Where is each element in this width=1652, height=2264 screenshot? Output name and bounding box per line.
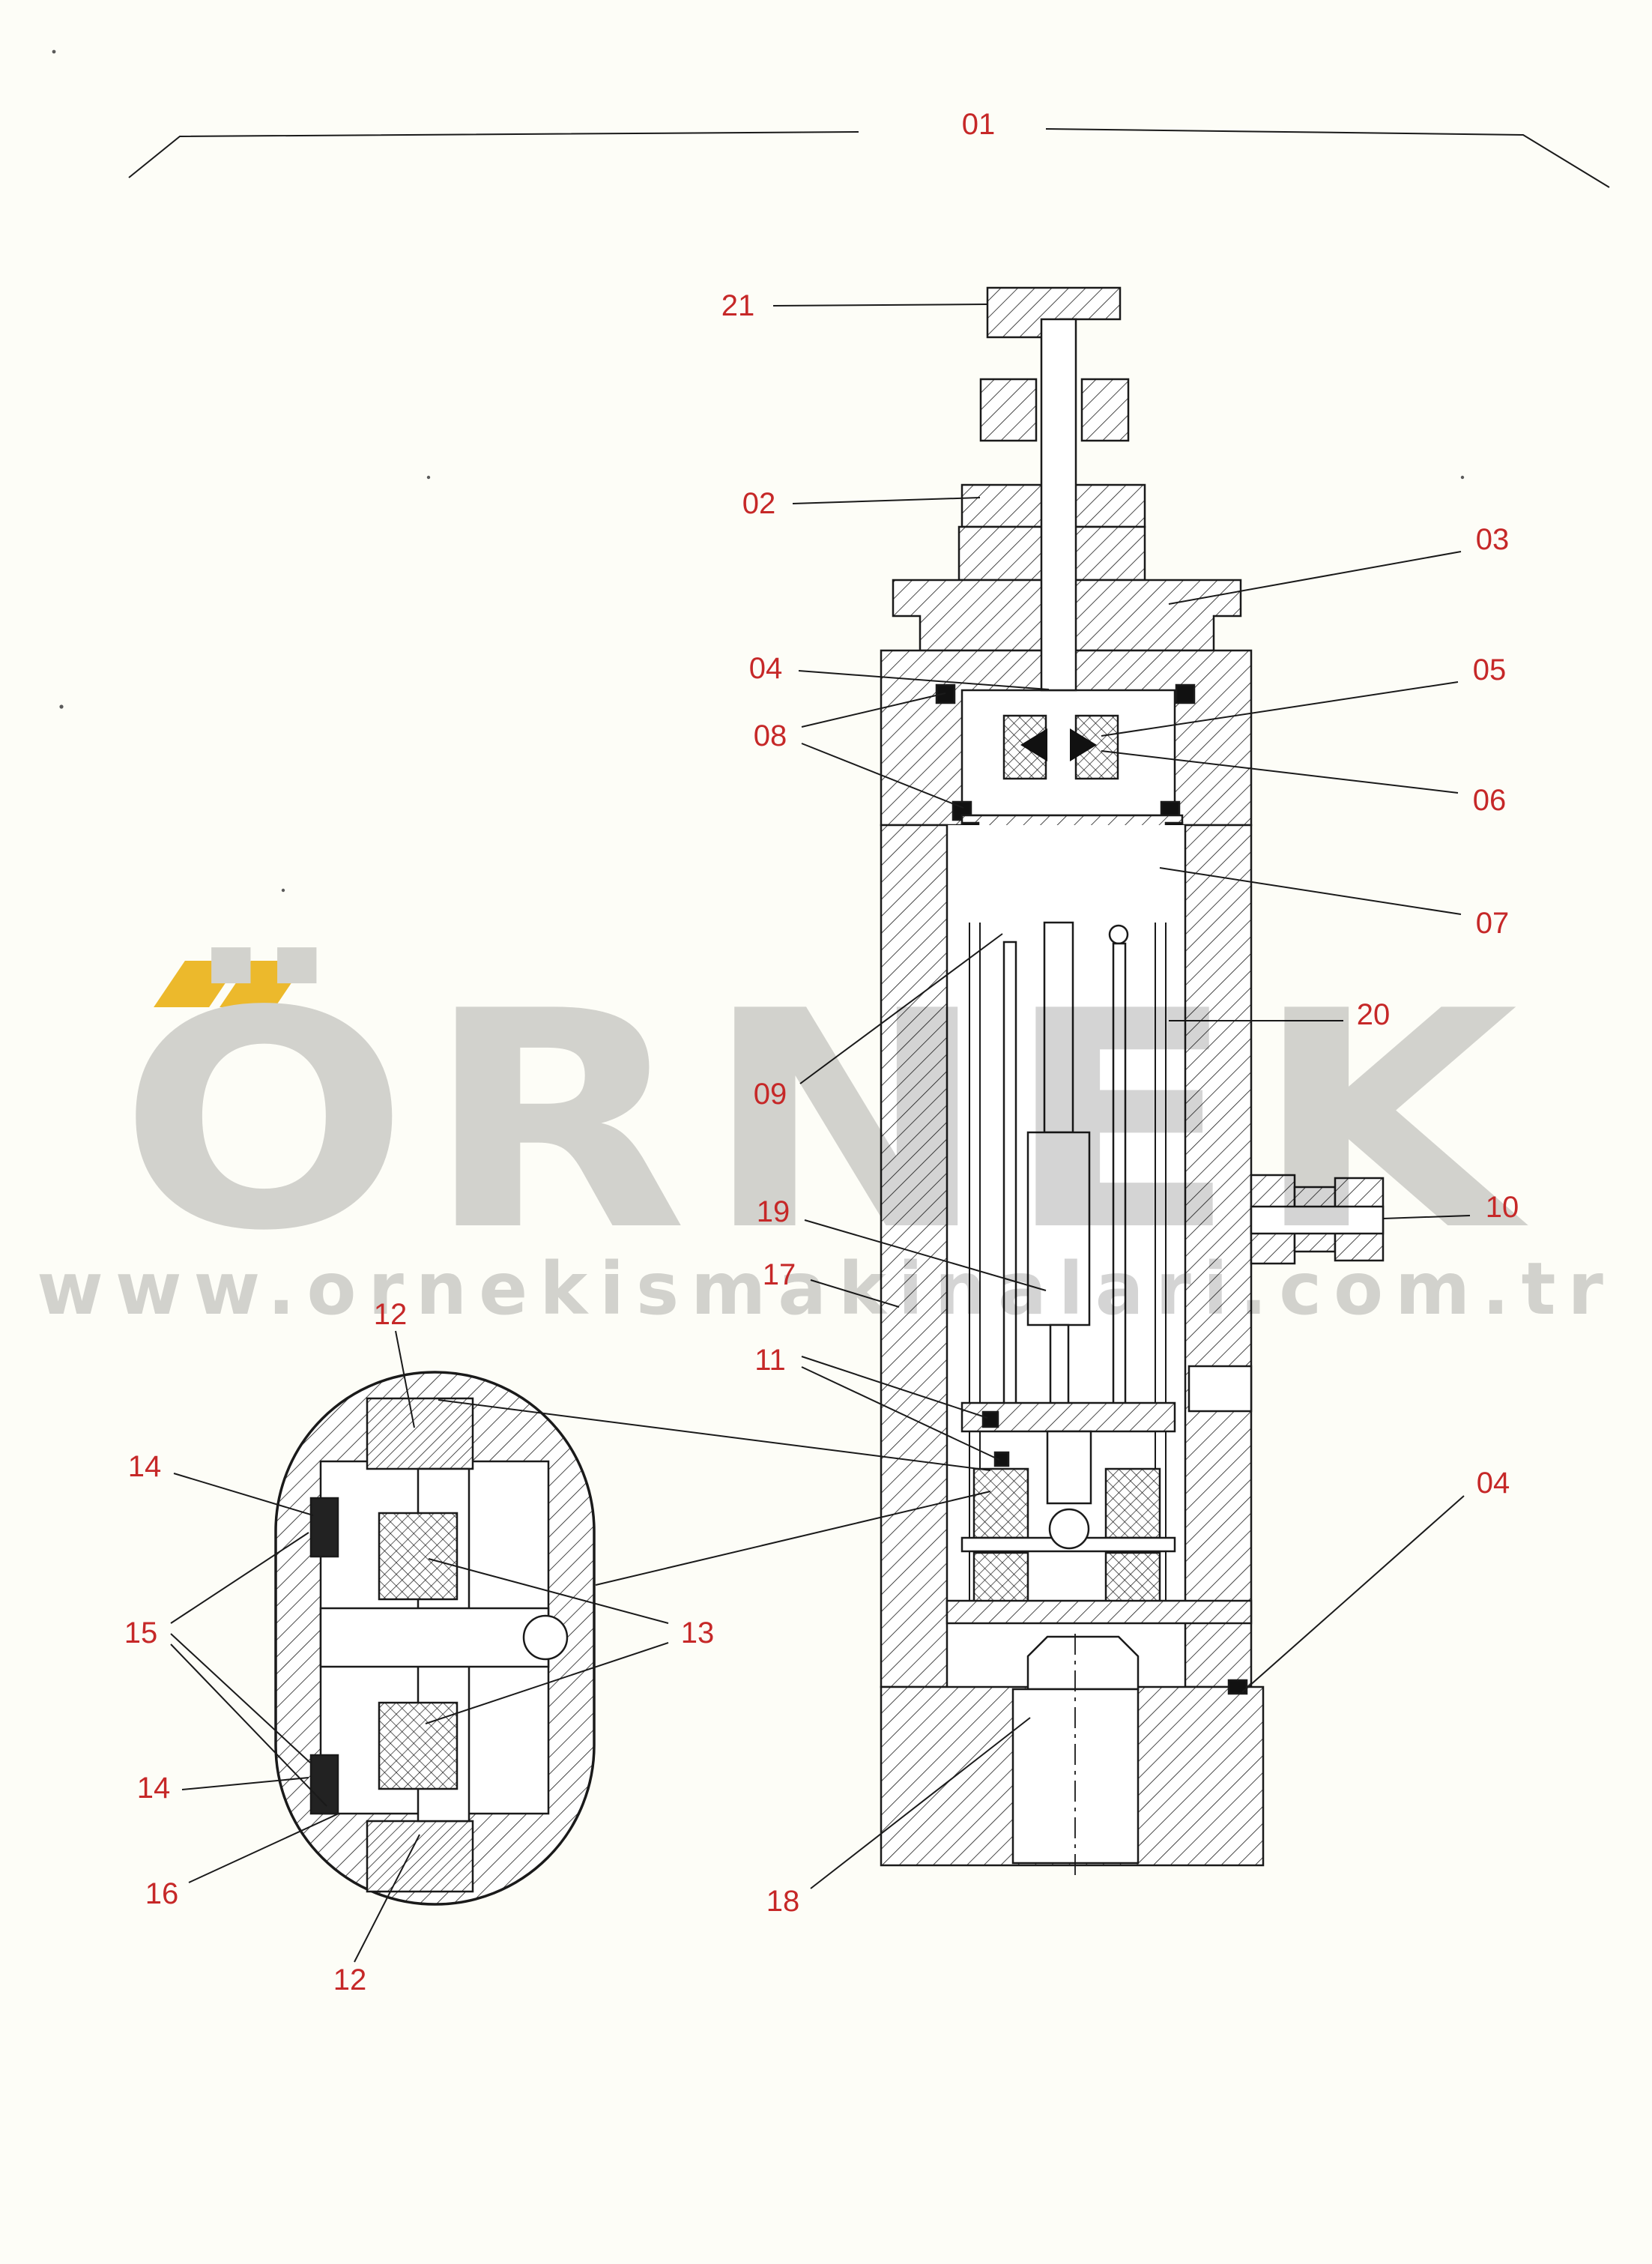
socket-dome: [1026, 1635, 1140, 1691]
lower-flange-plate: [945, 1599, 1253, 1625]
leader-line-12: [395, 1330, 415, 1428]
detail-view: [274, 1371, 596, 1906]
leader-line-14: [173, 1473, 314, 1516]
detail-spring-bottom: [378, 1701, 459, 1790]
lower-seal-b: [993, 1451, 1010, 1467]
stem-rod: [1040, 318, 1077, 692]
leader-line-19: [804, 1219, 1047, 1291]
push-rod-left: [1002, 941, 1017, 1413]
rod-ring-right: [1108, 924, 1129, 945]
spring-box-left-1: [972, 1467, 1029, 1539]
leader-line-15: [170, 1532, 309, 1624]
leader-line-04: [1241, 1495, 1465, 1693]
leader-line-16: [188, 1813, 339, 1883]
leader-line-08: [801, 692, 946, 728]
main-valve-assembly: [880, 286, 1385, 1877]
center-rod: [1043, 921, 1074, 1134]
oring-upper-right: [1175, 683, 1196, 704]
leader-line-04: [798, 670, 1050, 690]
upper-cavity: [960, 689, 1176, 817]
detail-ball: [522, 1614, 569, 1661]
leader-line-14: [181, 1777, 309, 1790]
push-rod-right: [1112, 942, 1127, 1413]
detail-projection-lines: [438, 1399, 991, 1586]
leader-line-13: [428, 1558, 669, 1624]
side-port-bore: [1250, 1205, 1385, 1235]
leader-line-13: [425, 1642, 669, 1724]
scan-specks: [52, 49, 1465, 893]
wall-pocket: [1187, 1365, 1253, 1413]
detail-block-bottom: [366, 1820, 474, 1893]
leader-line-09: [799, 933, 1003, 1084]
seat-cone-left: [1020, 728, 1047, 761]
leader-line-15: [170, 1633, 311, 1763]
leader-line-11: [801, 1356, 988, 1419]
leader-line-17: [810, 1279, 900, 1308]
lower-seal-a: [981, 1410, 999, 1428]
leader-line-05: [1101, 681, 1459, 737]
leader-line-07: [1159, 867, 1462, 915]
piston: [1026, 1131, 1091, 1326]
adjuster-block-right: [1080, 378, 1130, 442]
leader-line-03: [1168, 551, 1462, 605]
leader-line-21: [772, 304, 987, 307]
body-wall-right: [1184, 824, 1253, 1688]
detail-cross-channel: [319, 1607, 550, 1668]
leader-line-10: [1382, 1215, 1471, 1219]
spring-box-right-1: [1104, 1467, 1161, 1539]
detail-spring-top: [378, 1512, 459, 1601]
leader-line-18: [810, 1717, 1031, 1889]
body-wall-left: [880, 824, 948, 1688]
leader-line-08: [801, 743, 964, 809]
leader-line-12: [354, 1834, 420, 1963]
leader-line-02: [792, 497, 981, 504]
adjuster-block-left: [979, 378, 1038, 442]
seat-cone-right: [1070, 728, 1097, 761]
leader-line-06: [1101, 750, 1459, 794]
piston-stem: [1049, 1323, 1070, 1416]
leader-line-11: [801, 1366, 1000, 1461]
check-ball: [1048, 1508, 1090, 1550]
poppet: [1046, 1430, 1092, 1505]
bottom-seal: [1227, 1679, 1248, 1695]
detail-seal-top: [309, 1497, 339, 1558]
leader-lines: [170, 304, 1471, 1963]
frame-border-top: [128, 128, 1610, 188]
detail-block-top: [366, 1397, 474, 1470]
